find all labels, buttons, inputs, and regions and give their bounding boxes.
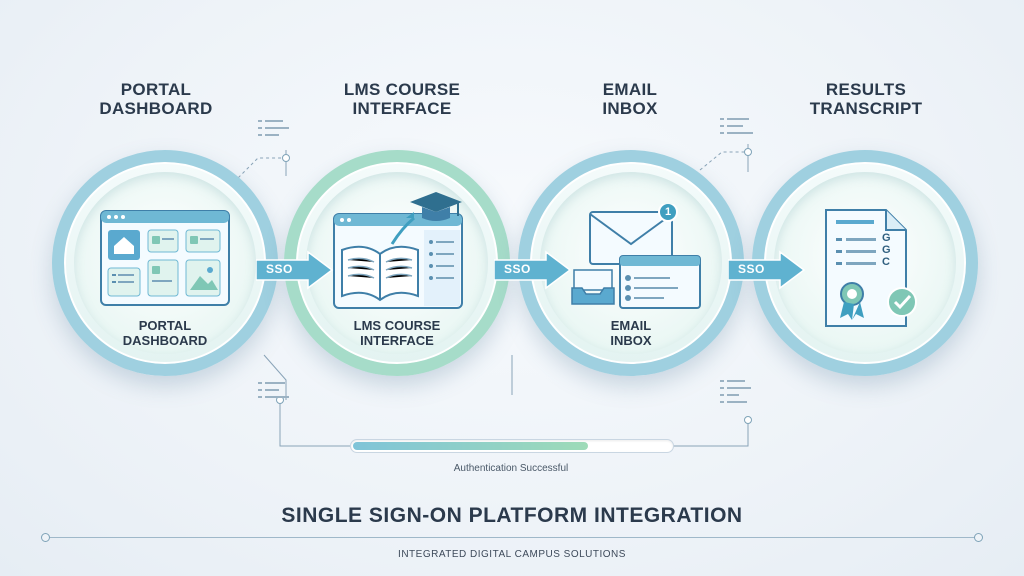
stage-1-inner-label: PORTAL DASHBOARD — [122, 318, 208, 348]
progress-caption: Authentication Successful — [453, 463, 569, 474]
transcript-certificate-icon: G G C — [822, 206, 922, 335]
stage-2-inner-label: LMS COURSE INTERFACE — [353, 318, 441, 348]
sso-arrow-3: SSO — [727, 250, 808, 290]
sso-label: SSO — [738, 262, 765, 276]
authentication-progress-bar — [350, 439, 674, 453]
open-book-graduation-cap-icon — [332, 188, 468, 315]
divider-line — [45, 537, 979, 538]
divider-dot-right — [974, 533, 983, 542]
sso-arrow-1: SSO — [255, 250, 336, 290]
sso-arrow-2: SSO — [493, 250, 574, 290]
stage-portal-dashboard: PORTAL DASHBOARD — [52, 150, 278, 376]
page-subtitle: INTEGRATED DIGITAL CAMPUS SOLUTIONS — [398, 549, 626, 560]
sso-label: SSO — [266, 262, 293, 276]
email-badge-count: 1 — [664, 206, 672, 218]
transcript-grade-1: G — [882, 232, 891, 244]
stage-2-top-label: LMS COURSE INTERFACE — [343, 80, 461, 118]
stage-3-top-label: EMAIL INBOX — [602, 80, 658, 118]
transcript-grade-3: C — [882, 256, 890, 268]
dashboard-window-icon — [100, 210, 230, 311]
progress-fill — [353, 442, 588, 450]
page-title: SINGLE SIGN-ON PLATFORM INTEGRATION — [281, 504, 743, 527]
sso-label: SSO — [504, 262, 531, 276]
stage-1-top-label: PORTAL DASHBOARD — [99, 80, 213, 118]
stage-3-inner-label: EMAIL INBOX — [610, 318, 652, 348]
stage-4-top-label: RESULTS TRANSCRIPT — [809, 80, 923, 118]
envelope-inbox-icon: 1 — [570, 202, 702, 317]
divider-dot-left — [41, 533, 50, 542]
transcript-grade-2: G — [882, 244, 891, 256]
